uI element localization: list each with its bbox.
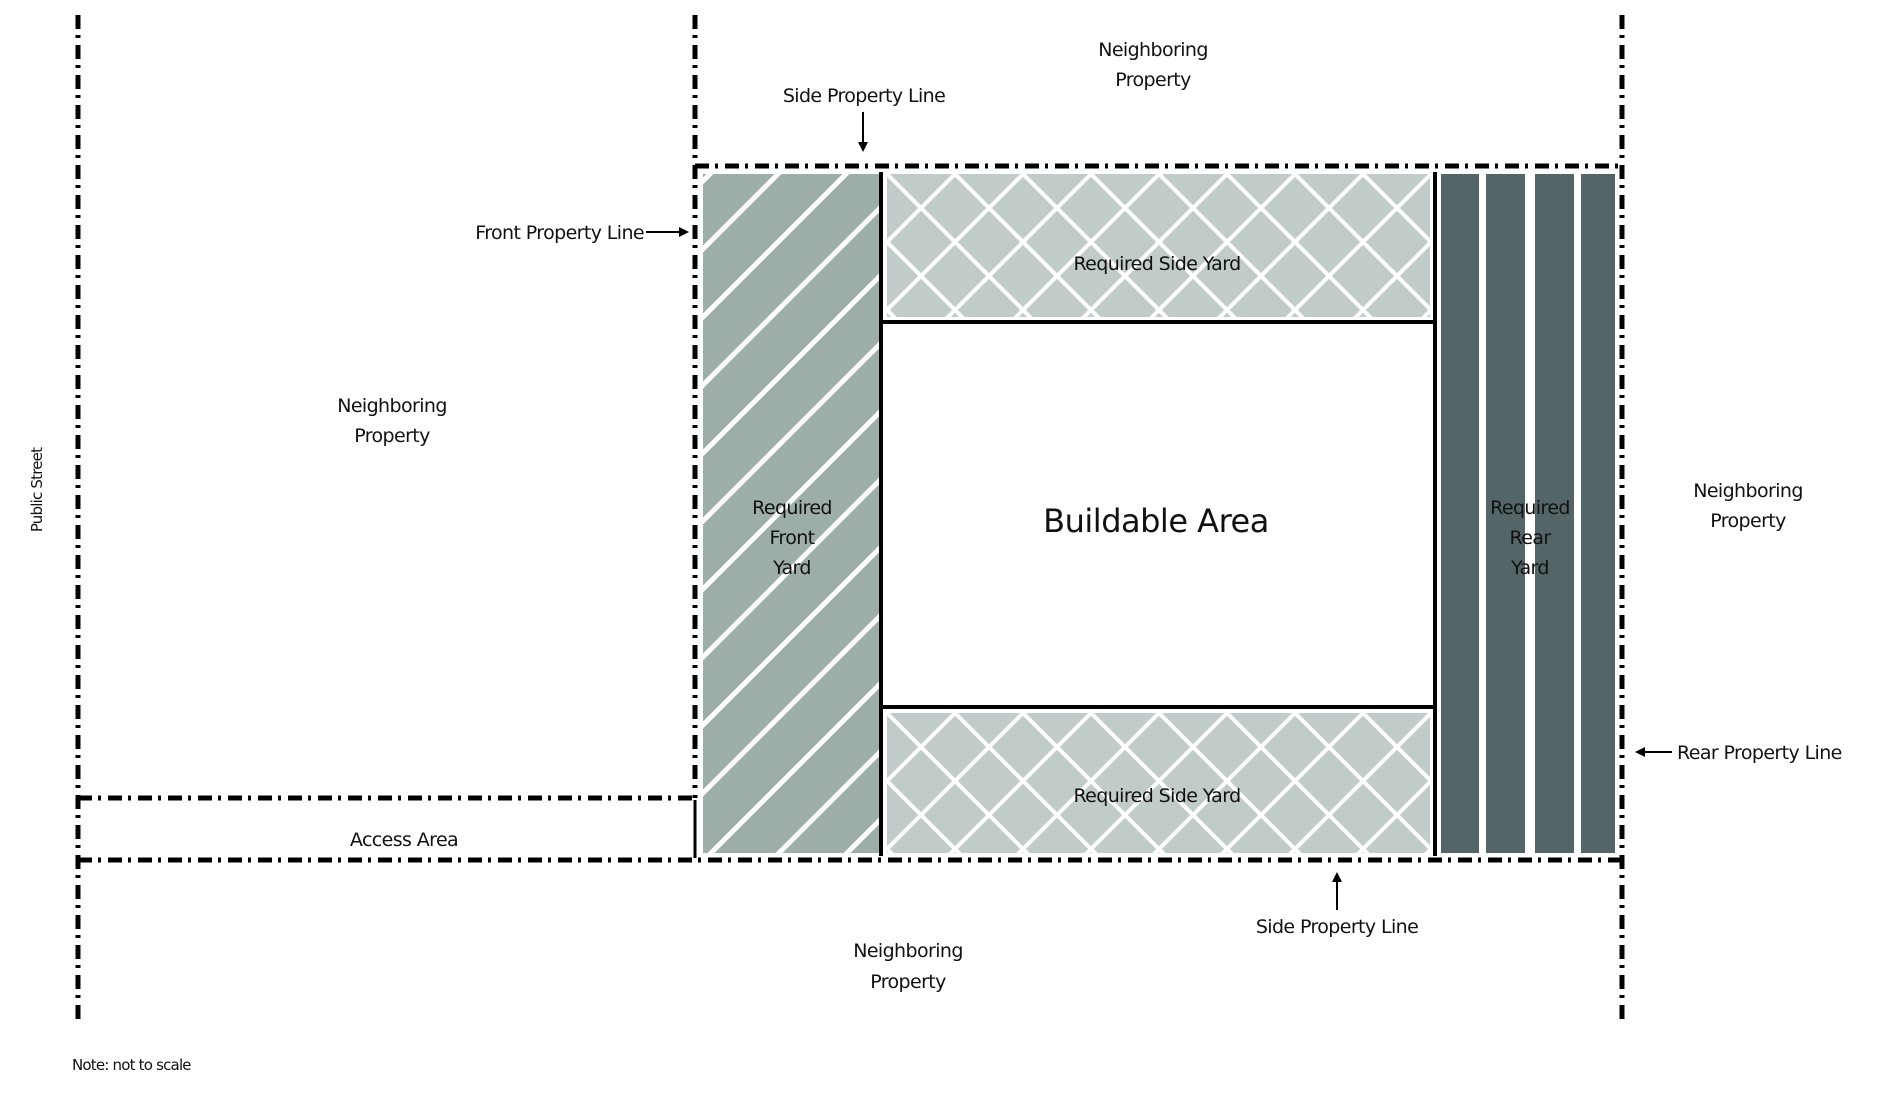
side-yard-top-label: Required Side Yard bbox=[1073, 253, 1240, 275]
front-yard-label-line2: Front bbox=[769, 527, 814, 549]
rear-yard-label-line2: Rear bbox=[1509, 527, 1551, 549]
neighbor-right-label-line2: Property bbox=[1710, 510, 1786, 532]
side-property-line-top-label: Side Property Line bbox=[783, 85, 945, 107]
rear-yard-label-line3: Yard bbox=[1510, 557, 1549, 579]
side-property-line-top-arrow bbox=[858, 112, 868, 152]
side-yard-bottom-zone bbox=[887, 713, 1430, 853]
rear-yard-label-line1: Required bbox=[1490, 497, 1570, 519]
neighbor-right-label-line1: Neighboring bbox=[1693, 480, 1803, 502]
front-yard-label-line1: Required bbox=[752, 497, 832, 519]
rear-yard-stripe bbox=[1486, 174, 1525, 853]
rear-property-line-label: Rear Property Line bbox=[1677, 742, 1842, 764]
rear-yard-stripe bbox=[1535, 174, 1574, 853]
buildable-area-label: Buildable Area bbox=[1043, 502, 1269, 540]
neighbor-bottom-label-line1: Neighboring bbox=[853, 940, 963, 962]
side-property-line-bottom-label: Side Property Line bbox=[1256, 916, 1418, 938]
neighbor-left-label-line1: Neighboring bbox=[337, 395, 447, 417]
access-area-label: Access Area bbox=[350, 829, 458, 851]
front-yard-zone bbox=[703, 174, 879, 853]
front-property-line-label: Front Property Line bbox=[475, 222, 644, 244]
front-yard-label-line3: Yard bbox=[772, 557, 811, 579]
neighbor-bottom-label-line2: Property bbox=[870, 971, 946, 993]
side-yard-bottom-label: Required Side Yard bbox=[1073, 785, 1240, 807]
rear-yard-stripe bbox=[1441, 174, 1479, 853]
rear-property-line-arrow bbox=[1635, 747, 1672, 757]
buildable-area-zone bbox=[883, 322, 1433, 707]
front-property-line-arrow bbox=[646, 227, 689, 237]
neighbor-left-label-line2: Property bbox=[354, 425, 430, 447]
neighbor-top-label-line1: Neighboring bbox=[1098, 39, 1208, 61]
public-street-label: Public Street bbox=[28, 447, 46, 532]
side-yard-top-zone bbox=[887, 174, 1430, 317]
scale-note: Note: not to scale bbox=[72, 1056, 191, 1074]
rear-yard-zone bbox=[1441, 174, 1615, 853]
neighbor-top-label-line2: Property bbox=[1115, 69, 1191, 91]
side-property-line-bottom-arrow bbox=[1332, 872, 1342, 910]
rear-yard-stripe bbox=[1581, 174, 1615, 853]
